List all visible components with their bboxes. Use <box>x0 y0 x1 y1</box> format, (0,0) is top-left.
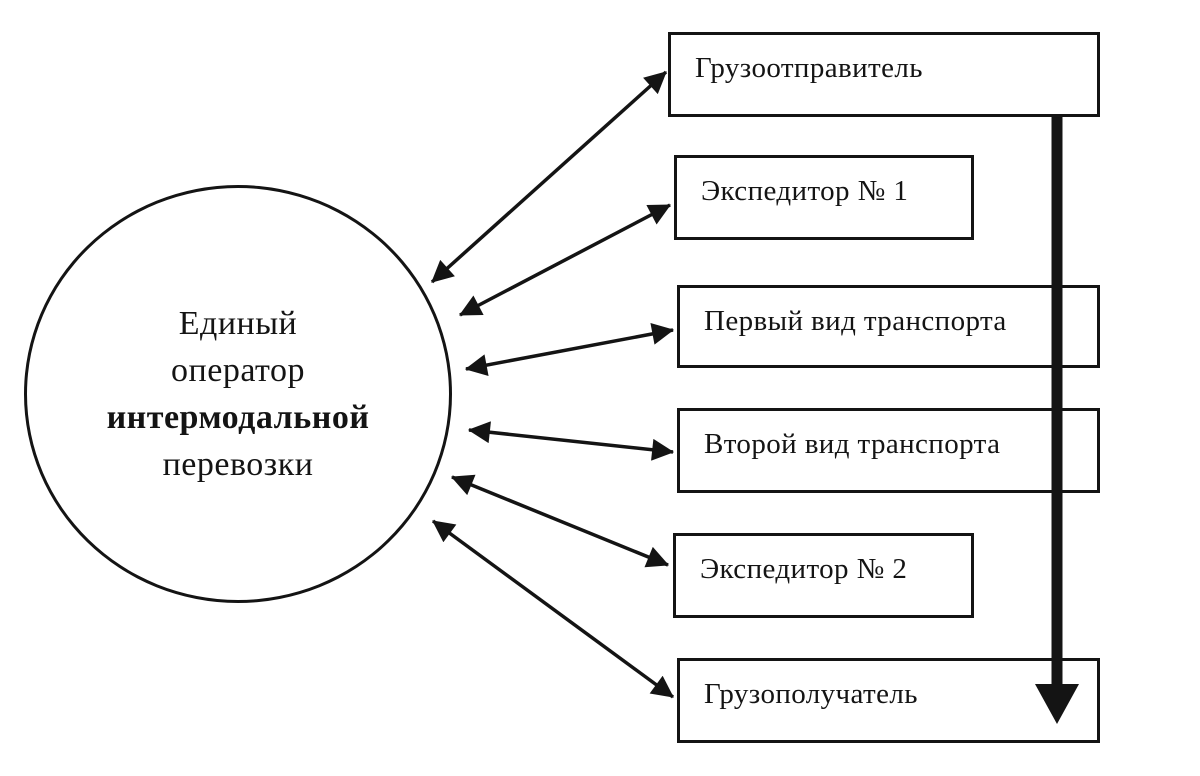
node-transport-1-label: Первый вид транспорта <box>704 305 1007 337</box>
circle-label-line: оператор <box>171 352 305 389</box>
node-forwarder-2-label: Экспедитор № 2 <box>700 553 908 585</box>
circle-label-line-emphasized: интермодальной <box>106 399 370 436</box>
node-shipper: Грузоотправитель <box>668 32 1100 117</box>
node-transport-1: Первый вид транспорта <box>677 285 1100 368</box>
node-consignee-label: Грузополучатель <box>704 678 918 710</box>
arrow-operator-consignee <box>431 519 675 699</box>
node-transport-2: Второй вид транспорта <box>677 408 1100 493</box>
flow-direction-arrow <box>1035 75 1079 724</box>
node-transport-2-label: Второй вид транспорта <box>704 428 1001 460</box>
circle-label-line: Единый <box>178 305 298 342</box>
arrow-operator-forwarder2 <box>450 474 670 568</box>
arrow-operator-shipper <box>430 70 668 284</box>
node-forwarder-1-label: Экспедитор № 1 <box>701 175 909 207</box>
operator-circle-label: Единый оператор интермодальной перевозки <box>107 300 370 488</box>
node-consignee: Грузополучатель <box>677 658 1100 743</box>
arrow-operator-transport1 <box>464 323 675 376</box>
operator-circle-node: Единый оператор интермодальной перевозки <box>24 185 452 603</box>
node-forwarder-1: Экспедитор № 1 <box>674 155 974 240</box>
arrow-operator-transport2 <box>467 421 675 461</box>
node-shipper-label: Грузоотправитель <box>695 52 923 84</box>
node-forwarder-2: Экспедитор № 2 <box>673 533 974 618</box>
circle-label-line: перевозки <box>162 446 314 483</box>
arrow-operator-forwarder1 <box>459 203 671 317</box>
